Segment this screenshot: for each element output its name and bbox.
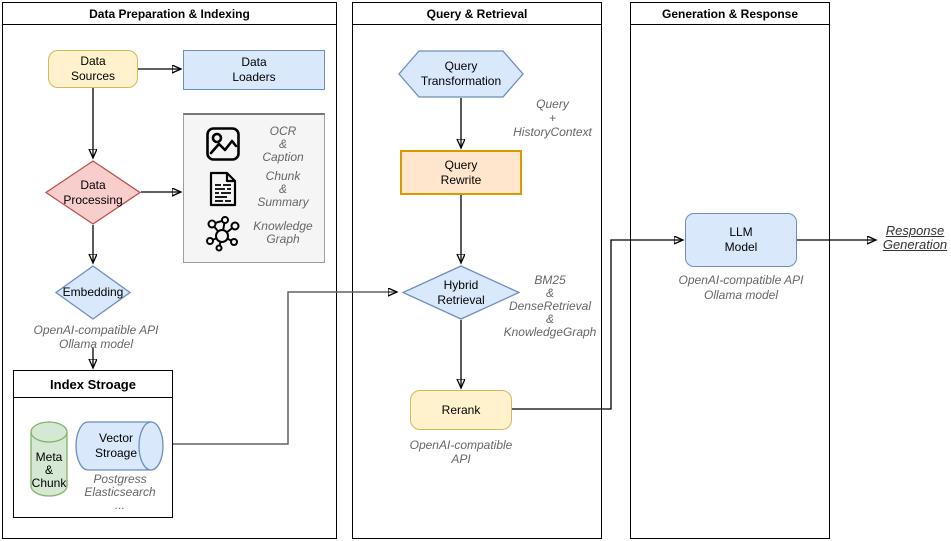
node-vector-storage: Vector Stroage — [74, 421, 164, 471]
rerank-note: OpenAI-compatible API — [409, 438, 513, 466]
cylinder-shape — [30, 421, 68, 497]
node-embedding-label: Embedding — [62, 285, 124, 299]
node-query-transformation: Query Transformation — [398, 50, 524, 98]
hexagon-shape — [398, 50, 524, 98]
node-llm-model: LLM Model — [685, 213, 797, 267]
index-storage-title: Index Stroage — [14, 371, 172, 398]
node-data-loaders: Data Loaders — [183, 50, 325, 90]
node-query-transformation-label: Query Transformation — [420, 59, 502, 88]
node-vector-storage-label: Vector Stroage — [94, 431, 138, 460]
lane-title-data-preparation: Data Preparation & Indexing — [3, 3, 336, 25]
processing-row-chunk: Chunk & Summary — [184, 168, 324, 209]
node-hybrid-retrieval-label: Hybrid Retrieval — [437, 277, 485, 307]
lane-data-preparation: Data Preparation & Indexing — [2, 2, 337, 539]
index-storage-box: Index Stroage Meta & Chunk Vector Stroag… — [13, 370, 173, 518]
node-hybrid-retrieval: Hybrid Retrieval — [402, 265, 520, 320]
node-data-processing-label: Data Processing — [63, 177, 123, 207]
diamond-shape — [55, 265, 131, 320]
document-icon — [204, 171, 242, 207]
node-meta-chunk-cylinder: Meta & Chunk — [30, 421, 68, 497]
knowledge-graph-icon — [204, 214, 242, 252]
processing-label-ocr: OCR & Caption — [262, 123, 304, 164]
node-meta-chunk-label: Meta & Chunk — [31, 450, 67, 490]
direct-data-shape — [75, 421, 164, 471]
node-data-processing: Data Processing — [45, 160, 141, 225]
embedding-note: OpenAI-compatible API Ollama model — [33, 323, 159, 351]
processing-label-kg: Knowledge Graph — [253, 219, 313, 247]
lane-title-generation-response: Generation & Response — [631, 3, 829, 25]
image-icon — [204, 126, 242, 162]
node-query-rewrite: Query Rewrite — [400, 150, 522, 195]
lane-title-query-retrieval: Query & Retrieval — [353, 3, 601, 25]
lane-generation-response: Generation & Response — [630, 2, 830, 539]
vector-storage-note: Postgress Elasticsearch ... — [84, 472, 156, 512]
response-generation-label: Response Generation — [882, 223, 948, 252]
diamond-shape — [45, 160, 141, 225]
retrieval-methods-note: BM25 & DenseRetrieval & KnowledgeGraph — [503, 273, 597, 339]
node-rerank: Rerank — [410, 390, 512, 430]
query-history-note: Query + HistoryContext — [513, 97, 592, 139]
node-data-sources: Data Sources — [48, 50, 138, 88]
processing-row-kg: Knowledge Graph — [184, 214, 324, 252]
node-embedding: Embedding — [55, 265, 131, 320]
processing-label-chunk: Chunk & Summary — [257, 168, 309, 209]
diamond-shape — [402, 265, 520, 320]
processing-methods-box: OCR & Caption Chunk & Summary — [183, 113, 325, 263]
llm-note: OpenAI-compatible API Ollama model — [678, 273, 804, 302]
processing-row-ocr: OCR & Caption — [184, 123, 324, 164]
